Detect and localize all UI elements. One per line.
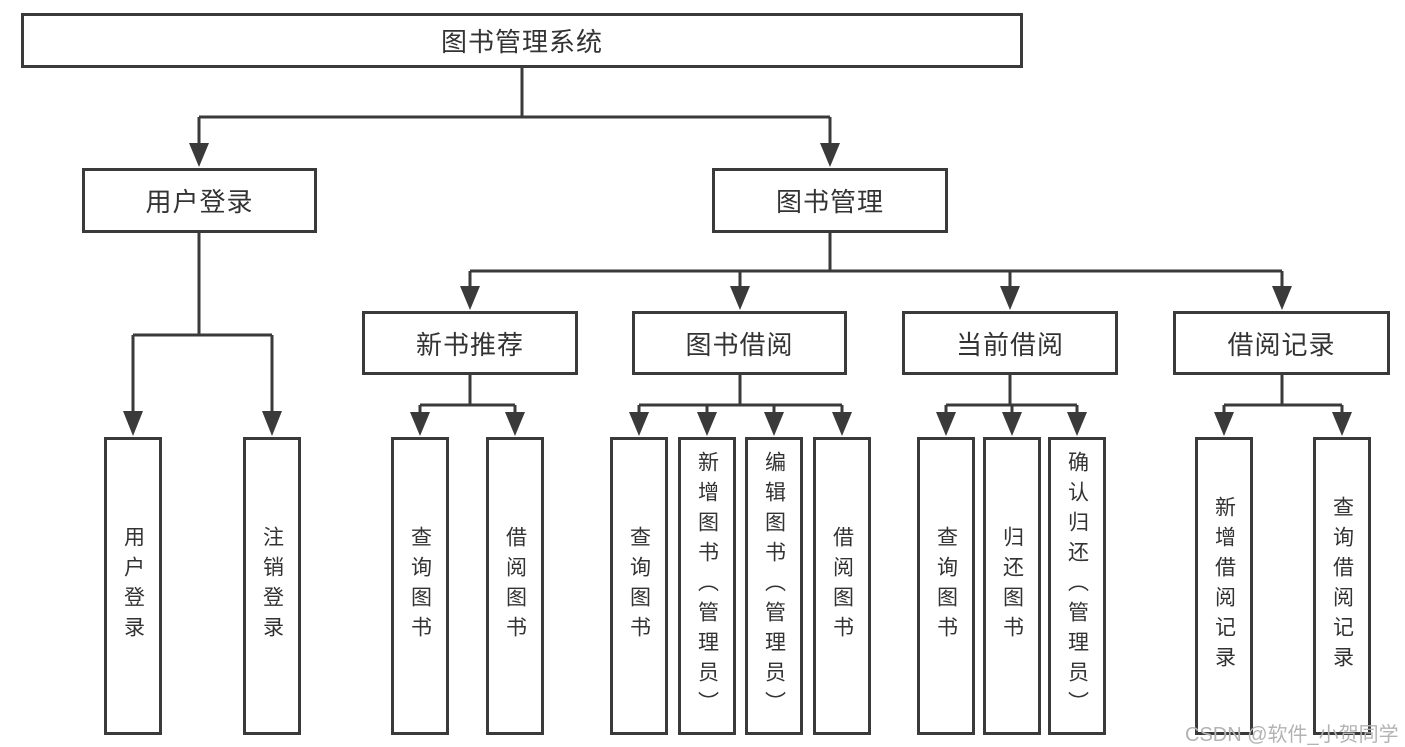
connector-currentborrow-to-leaves — [936, 375, 1087, 436]
leaf-borrow-query-book-label: 查询图书 — [627, 526, 651, 646]
leaf-current-query-book: 查询图书 — [917, 437, 975, 735]
leaf-confirm-return-admin: 确认归还（管理员） — [1048, 437, 1106, 735]
leaf-return-book: 归还图书 — [983, 437, 1041, 735]
node-root-label: 图书管理系统 — [440, 27, 603, 57]
node-borrow-record: 借阅记录 — [1173, 311, 1390, 375]
connector-borrowrecord-to-leaves — [1214, 375, 1352, 436]
leaf-add-borrow-record: 新增借阅记录 — [1195, 437, 1253, 735]
leaf-newbook-query-book-label: 查询图书 — [408, 526, 432, 646]
node-book-borrow: 图书借阅 — [632, 311, 847, 375]
node-new-book-recommend-label: 新书推荐 — [415, 329, 524, 360]
leaf-add-borrow-record-label: 新增借阅记录 — [1212, 496, 1236, 676]
node-book-management-label: 图书管理 — [775, 187, 884, 217]
leaf-newbook-query-book: 查询图书 — [391, 437, 449, 735]
leaf-edit-book-admin: 编辑图书（管理员） — [745, 437, 803, 735]
leaf-return-book-label: 归还图书 — [1000, 526, 1024, 646]
leaf-query-borrow-record: 查询借阅记录 — [1313, 437, 1371, 735]
node-book-management: 图书管理 — [712, 168, 948, 233]
connector-newbook-to-leaves — [410, 375, 525, 436]
leaf-borrow-book: 借阅图书 — [813, 437, 871, 735]
leaf-newbook-borrow-book-label: 借阅图书 — [503, 526, 527, 646]
connector-bookborrow-to-leaves — [629, 375, 852, 436]
leaf-query-borrow-record-label: 查询借阅记录 — [1330, 496, 1354, 676]
connector-bookmgmt-to-level3 — [460, 233, 1292, 310]
leaf-logout-label: 注销登录 — [260, 526, 284, 646]
node-book-borrow-label: 图书借阅 — [685, 329, 794, 360]
leaf-add-book-admin-label: 新增图书（管理员） — [695, 451, 719, 721]
node-user-login: 用户登录 — [82, 168, 317, 233]
leaf-newbook-borrow-book: 借阅图书 — [486, 437, 544, 735]
leaf-current-query-book-label: 查询图书 — [934, 526, 958, 646]
leaf-confirm-return-admin-label: 确认归还（管理员） — [1065, 451, 1089, 721]
node-current-borrow: 当前借阅 — [902, 311, 1118, 375]
node-user-login-label: 用户登录 — [145, 187, 254, 217]
leaf-user-login: 用户登录 — [104, 437, 162, 735]
node-new-book-recommend: 新书推荐 — [362, 311, 578, 375]
node-root: 图书管理系统 — [21, 13, 1023, 68]
leaf-user-login-label: 用户登录 — [121, 526, 145, 646]
connector-root-to-level2 — [189, 68, 840, 167]
connector-userlogin-to-leaves — [123, 233, 282, 436]
leaf-add-book-admin: 新增图书（管理员） — [678, 437, 736, 735]
leaf-logout: 注销登录 — [243, 437, 301, 735]
csdn-watermark: CSDN @软件_小贺同学 — [1185, 724, 1399, 746]
leaf-borrow-book-label: 借阅图书 — [830, 526, 854, 646]
node-current-borrow-label: 当前借阅 — [955, 329, 1064, 360]
leaf-edit-book-admin-label: 编辑图书（管理员） — [762, 451, 786, 721]
node-borrow-record-label: 借阅记录 — [1227, 329, 1336, 360]
leaf-borrow-query-book: 查询图书 — [610, 437, 668, 735]
